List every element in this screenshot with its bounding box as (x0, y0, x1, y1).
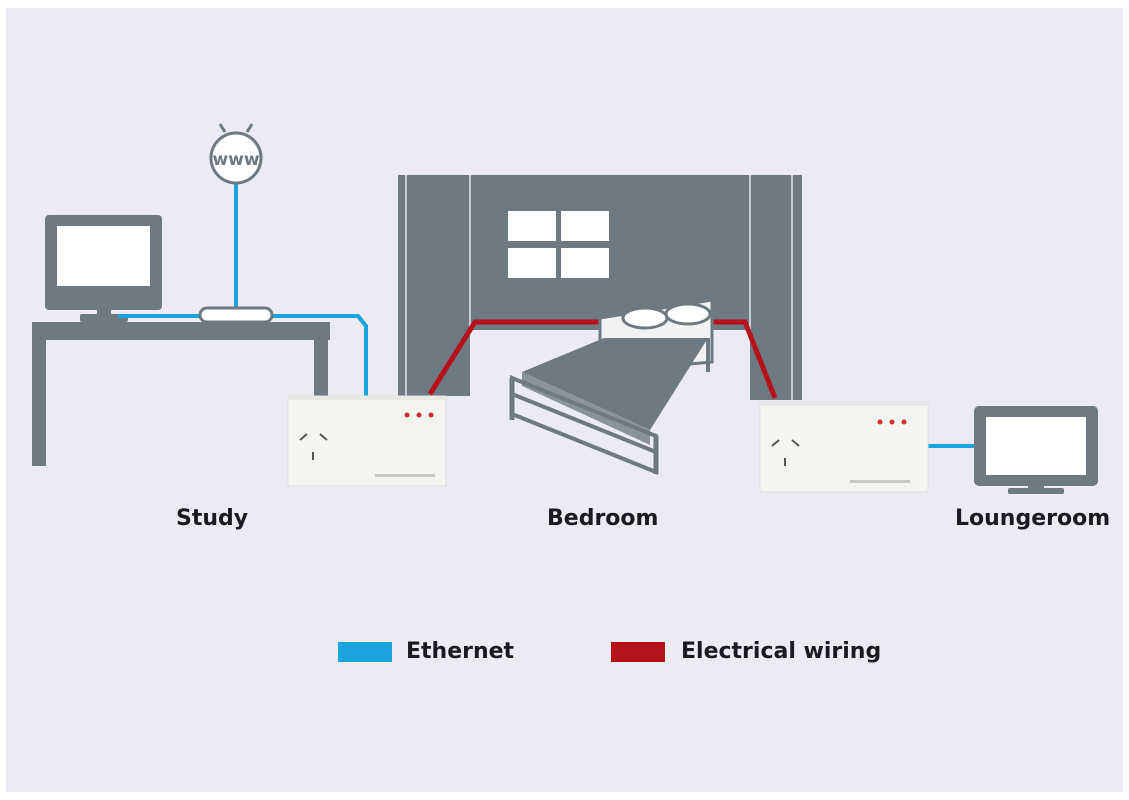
legend-swatch-ethernet (338, 642, 392, 662)
room-label-study: Study (176, 506, 249, 531)
ethernet-lines (118, 184, 978, 448)
bed-illustration (509, 298, 714, 475)
room-label-loungeroom: Loungeroom (955, 506, 1111, 531)
room-label-bedroom: Bedroom (547, 506, 659, 531)
study-computer-monitor (45, 215, 162, 322)
www-globe-icon: www (209, 123, 263, 185)
www-label: www (212, 150, 259, 170)
legend-label-ethernet: Ethernet (406, 639, 515, 664)
powerline-adapter-study (287, 395, 447, 487)
loungeroom-tv (974, 406, 1098, 494)
legend-label-electrical: Electrical wiring (681, 639, 882, 664)
study-desk (32, 322, 330, 466)
legend-swatch-electrical (611, 642, 665, 662)
bedroom-window (508, 211, 609, 278)
study-router (198, 306, 274, 324)
powerline-adapter-loungeroom (759, 401, 929, 493)
